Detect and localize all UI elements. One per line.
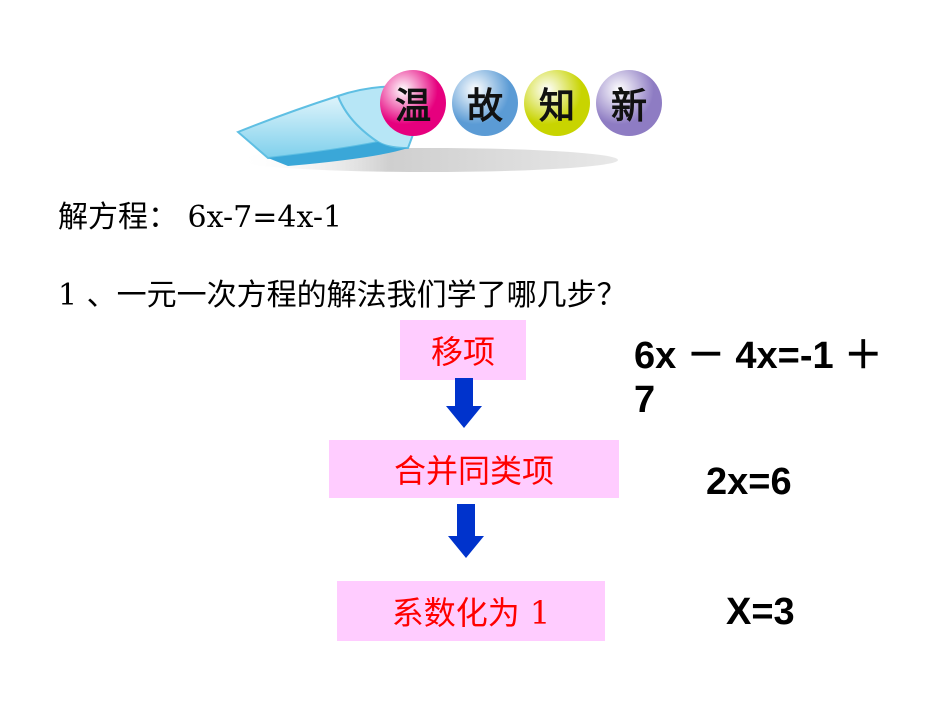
section-header: 温 故 知 新 xyxy=(228,62,698,180)
equation-step-1-line1: 6x － 4x=-1 ＋ xyxy=(634,335,883,377)
down-arrow-icon xyxy=(446,378,482,428)
header-char-3: 知 xyxy=(524,70,590,136)
equation-step-1: 6x － 4x=-1 ＋ 7 xyxy=(634,334,882,422)
header-char-2: 故 xyxy=(452,70,518,136)
header-char-4: 新 xyxy=(596,70,662,136)
step-box-2: 合并同类项 xyxy=(329,440,619,498)
step-box-3: 系数化为 1 xyxy=(337,581,605,641)
down-arrow-icon xyxy=(448,504,484,558)
problem-statement: 解方程： 6x-7=4x-1 xyxy=(58,200,343,235)
question-text: 1 、一元一次方程的解法我们学了哪几步？ xyxy=(58,278,627,313)
equation-step-3: X=3 xyxy=(726,591,795,633)
equation-step-2: 2x=6 xyxy=(706,461,792,503)
header-char-1: 温 xyxy=(380,70,446,136)
equation-step-1-line2: 7 xyxy=(634,379,656,421)
step-box-1: 移项 xyxy=(400,320,526,380)
